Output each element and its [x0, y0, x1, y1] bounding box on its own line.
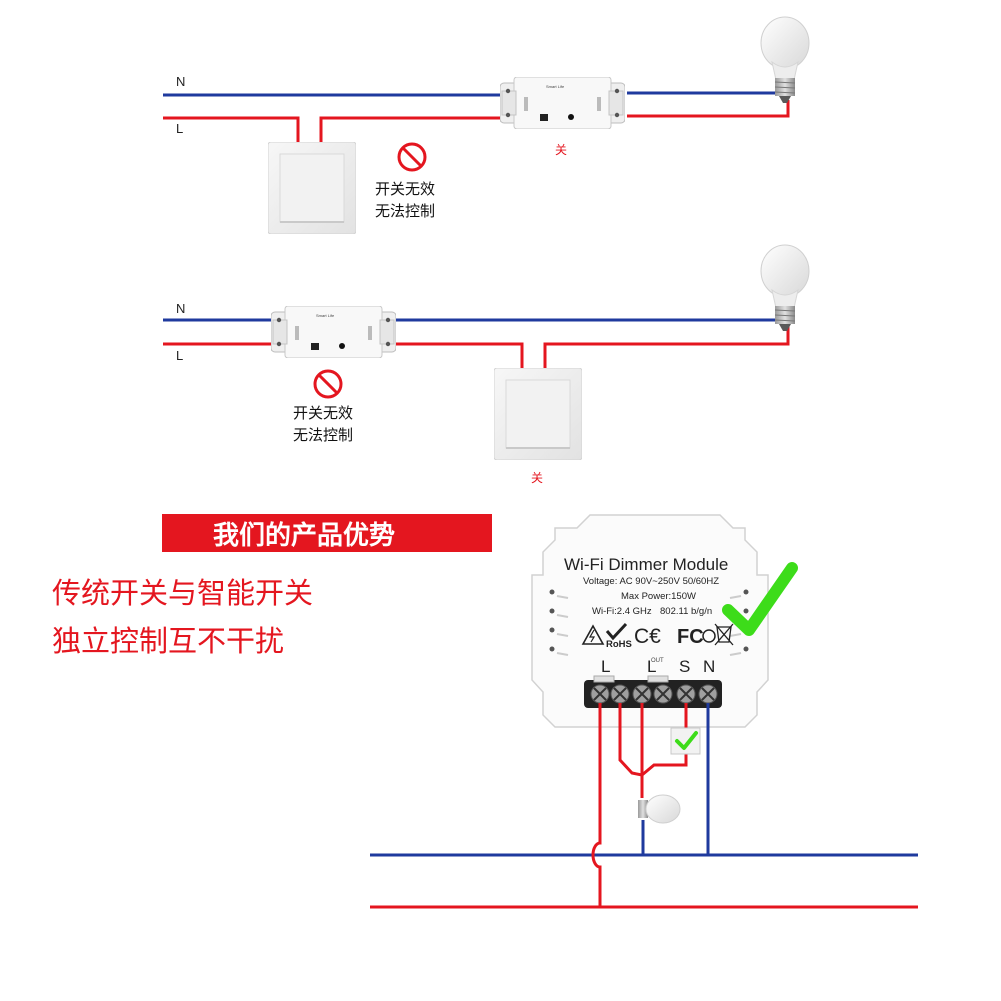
d2-relay-label: Smart Life — [316, 313, 335, 318]
d2-switch-off-label: 关 — [531, 471, 543, 485]
terminal-out-tag: OUT — [651, 658, 664, 664]
d1-invalid-line1: 开关无效 — [375, 180, 435, 198]
diagram-1: N L Smart Life 关 开关无效 无法控制 — [163, 16, 810, 234]
d2-invalid-line1: 开关无效 — [293, 404, 353, 422]
d2-live-wire — [163, 326, 790, 368]
fcc-mark-icon: FC — [677, 626, 704, 648]
d2-neutral-label: N — [176, 301, 185, 316]
d1-relay-label: Smart Life — [546, 84, 565, 89]
advantage-line-1: 传统开关与智能开关 — [52, 576, 313, 610]
d1-wall-switch — [268, 142, 356, 234]
module-title: Wi-Fi Dimmer Module — [564, 555, 728, 574]
switch-check-icon — [675, 731, 698, 750]
d1-prohibited-icon — [397, 142, 427, 172]
fcc-circle-icon — [702, 629, 716, 643]
terminal-label-l-in: L — [601, 657, 610, 676]
diagram-2: N L Smart Life 开关无效 无法控制 关 — [163, 244, 810, 485]
module-max-power: Max Power:150W — [621, 591, 696, 602]
d1-neutral-label: N — [176, 74, 185, 89]
terminal-label-n: N — [703, 657, 715, 676]
d1-relay-off-label: 关 — [555, 143, 567, 157]
module-switch — [670, 727, 701, 755]
module-wiring — [370, 703, 918, 909]
weee-bin-icon — [714, 623, 734, 646]
terminal-label-s: S — [679, 657, 690, 676]
d1-live-wire — [163, 100, 790, 142]
banner-title: 我们的产品优势 — [213, 520, 395, 551]
rohs-label: RoHS — [606, 639, 632, 650]
advantage-banner: 我们的产品优势 — [162, 514, 492, 552]
ce-mark-icon: C€ — [634, 625, 661, 648]
d2-light-bulb-icon — [760, 244, 810, 332]
advantage-line-2: 独立控制互不干扰 — [52, 624, 284, 658]
module-light-bulb-icon — [638, 794, 681, 824]
large-check-icon — [722, 562, 798, 636]
wifi-dimmer-module: Wi-Fi Dimmer Module Voltage: AC 90V~250V… — [531, 514, 769, 728]
d1-light-bulb-icon — [760, 16, 810, 104]
module-voltage: Voltage: AC 90V~250V 50/60HZ — [583, 576, 719, 587]
d2-live-label: L — [176, 348, 183, 363]
terminal-screws — [590, 684, 718, 704]
module-wifi: Wi-Fi:2.4 GHz — [592, 606, 652, 617]
d2-wall-switch — [494, 368, 582, 460]
terminal-label-l-out: L — [647, 657, 656, 676]
d1-live-label: L — [176, 121, 183, 136]
d2-invalid-line2: 无法控制 — [293, 426, 353, 444]
warning-icon — [581, 624, 605, 645]
d1-neutral-wire — [163, 91, 778, 97]
module-standard: 802.11 b/g/n — [660, 606, 712, 617]
d2-prohibited-icon — [313, 369, 343, 399]
d1-invalid-line2: 无法控制 — [375, 202, 435, 220]
rohs-icon: RoHS — [605, 622, 632, 650]
